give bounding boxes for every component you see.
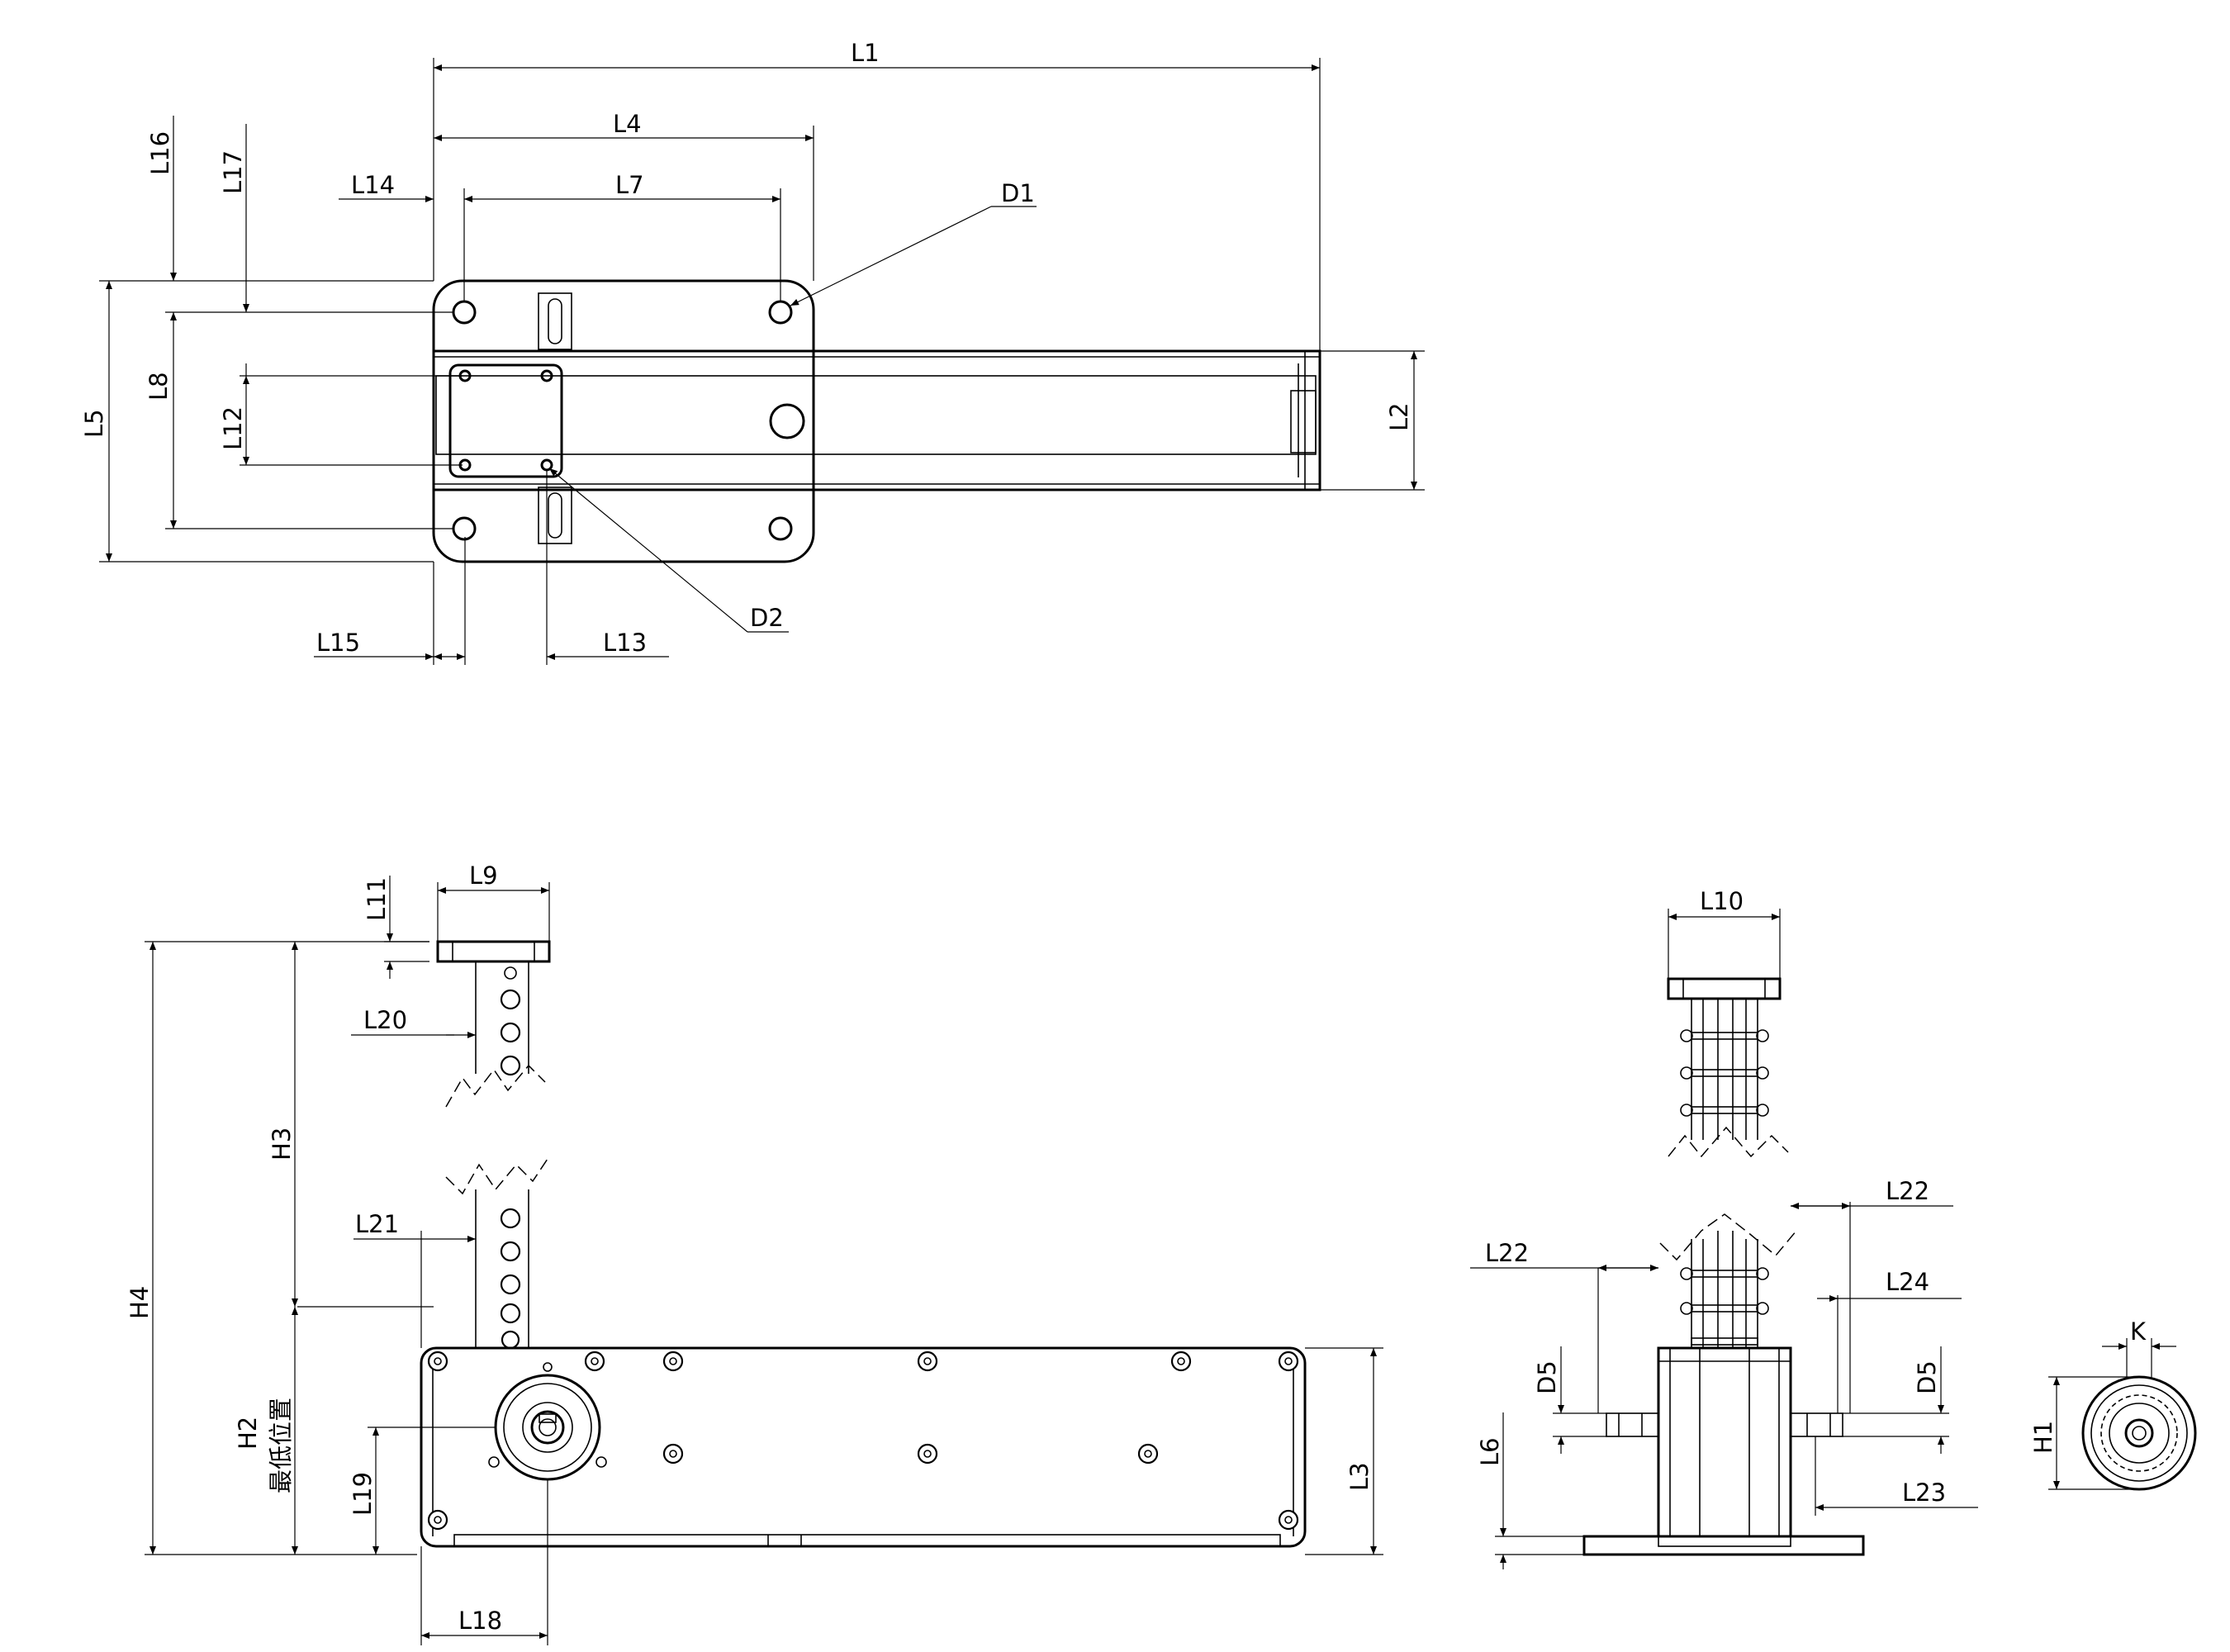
label-L21: L21 xyxy=(355,1210,399,1238)
slot-tab xyxy=(538,292,572,350)
dim-D5-left: D5 xyxy=(1533,1346,1606,1454)
label-H3: H3 xyxy=(268,1127,296,1161)
dim-H1: H1 xyxy=(2029,1376,2139,1490)
dim-L14: L14 xyxy=(339,171,434,202)
dim-L16: L16 xyxy=(146,116,177,281)
dim-L3: L3 xyxy=(1305,1347,1383,1555)
side-housing xyxy=(1657,1346,1792,1538)
flange-hole xyxy=(452,516,477,541)
dim-D1: D1 xyxy=(790,179,1037,306)
label-L24: L24 xyxy=(1886,1268,1929,1296)
dim-H3: H3 xyxy=(145,941,434,1308)
label-L12: L12 xyxy=(219,406,247,450)
dim-L22-left: L22 xyxy=(1470,1239,1658,1413)
label-D1: D1 xyxy=(1001,179,1035,207)
front-view: L9 L11 L20 L21 H3 H4 xyxy=(126,862,1383,1645)
output-flange xyxy=(448,363,563,478)
label-L20: L20 xyxy=(363,1006,407,1034)
dim-L23: L23 xyxy=(1815,1436,1978,1516)
slot xyxy=(548,298,562,344)
label-L8: L8 xyxy=(145,372,173,401)
label-L23: L23 xyxy=(1902,1479,1946,1507)
label-L2: L2 xyxy=(1385,402,1413,431)
dim-L4: L4 xyxy=(434,110,814,281)
dim-L22-right: L22 xyxy=(1791,1177,1953,1413)
label-L9: L9 xyxy=(469,862,498,890)
center-hole xyxy=(769,403,805,439)
label-L10: L10 xyxy=(1700,887,1744,915)
dim-D2: D2 xyxy=(548,468,789,633)
label-L15: L15 xyxy=(316,629,360,657)
side-chain-lower xyxy=(1659,1213,1797,1348)
side-base-plate xyxy=(1582,1535,1865,1556)
label-K: K xyxy=(2130,1317,2147,1346)
dim-L5: L5 xyxy=(80,280,434,563)
label-L5: L5 xyxy=(80,409,108,438)
drive-hub xyxy=(494,1374,601,1481)
label-D2: D2 xyxy=(750,604,784,632)
slot-tab xyxy=(538,487,572,544)
flange-hole xyxy=(768,516,793,541)
dim-L2: L2 xyxy=(1320,350,1425,491)
label-L17: L17 xyxy=(219,150,247,194)
dim-L11: L11 xyxy=(363,876,429,979)
dim-K: K xyxy=(2102,1317,2176,1379)
dim-L7: L7 xyxy=(463,171,781,301)
slot xyxy=(548,492,562,539)
dim-L15-L13: L15 L13 xyxy=(314,471,669,665)
dim-L21: L21 xyxy=(353,1210,476,1348)
label-L18: L18 xyxy=(458,1607,502,1635)
flange-hole xyxy=(452,300,477,325)
label-L16: L16 xyxy=(146,131,174,175)
dim-L9: L9 xyxy=(437,862,550,942)
label-L4: L4 xyxy=(613,110,642,138)
dim-L8: L8 xyxy=(145,311,454,529)
end-view: H1 K xyxy=(2029,1317,2197,1491)
base-plate xyxy=(432,279,815,563)
top-view: L1 L4 L7 L14 D1 L2 xyxy=(80,39,1425,665)
dim-L17: L17 xyxy=(219,124,249,312)
dim-L1: L1 xyxy=(433,39,1321,351)
label-L6: L6 xyxy=(1476,1437,1504,1466)
dim-L24: L24 xyxy=(1817,1268,1962,1413)
dim-L6: L6 xyxy=(1476,1412,1584,1569)
label-D5-left: D5 xyxy=(1533,1360,1561,1394)
label-H1: H1 xyxy=(2029,1421,2057,1454)
side-top-plate xyxy=(1667,977,1782,1000)
side-shaft-left xyxy=(1606,1412,1659,1437)
top-plate xyxy=(436,940,551,963)
label-L3: L3 xyxy=(1345,1462,1374,1491)
side-view: L10 L22 L22 L24 L23 xyxy=(1470,887,1978,1569)
flange-hole xyxy=(768,300,793,325)
label-L7: L7 xyxy=(615,171,644,199)
label-lowest-position: 最低位置 xyxy=(267,1398,295,1493)
label-L22-right: L22 xyxy=(1886,1177,1929,1205)
label-L19: L19 xyxy=(349,1472,377,1516)
side-shaft-right xyxy=(1790,1412,1843,1437)
dim-L10: L10 xyxy=(1668,887,1781,979)
chain-upper xyxy=(445,961,546,1108)
label-L1: L1 xyxy=(851,39,880,67)
chain-lower xyxy=(445,1156,550,1350)
label-H4: H4 xyxy=(126,1286,154,1319)
label-D5-right: D5 xyxy=(1913,1360,1941,1394)
housing-screws xyxy=(427,1351,1299,1531)
dim-L19: L19 xyxy=(349,1427,496,1555)
dim-L12: L12 xyxy=(219,363,463,466)
dim-D5-right: D5 xyxy=(1843,1346,1949,1454)
body-rail xyxy=(432,349,1321,491)
dim-H2: H2 最低位置 xyxy=(234,1307,298,1555)
label-L13: L13 xyxy=(603,629,647,657)
side-chain-upper xyxy=(1668,999,1789,1158)
dim-L18: L18 xyxy=(420,1479,548,1645)
label-H2: H2 xyxy=(234,1417,262,1450)
label-L11: L11 xyxy=(363,877,391,921)
housing xyxy=(420,1346,1307,1548)
label-L22-left: L22 xyxy=(1485,1239,1529,1267)
dim-H4: H4 xyxy=(126,942,417,1555)
dim-L20: L20 xyxy=(351,1006,476,1038)
label-L14: L14 xyxy=(351,171,395,199)
